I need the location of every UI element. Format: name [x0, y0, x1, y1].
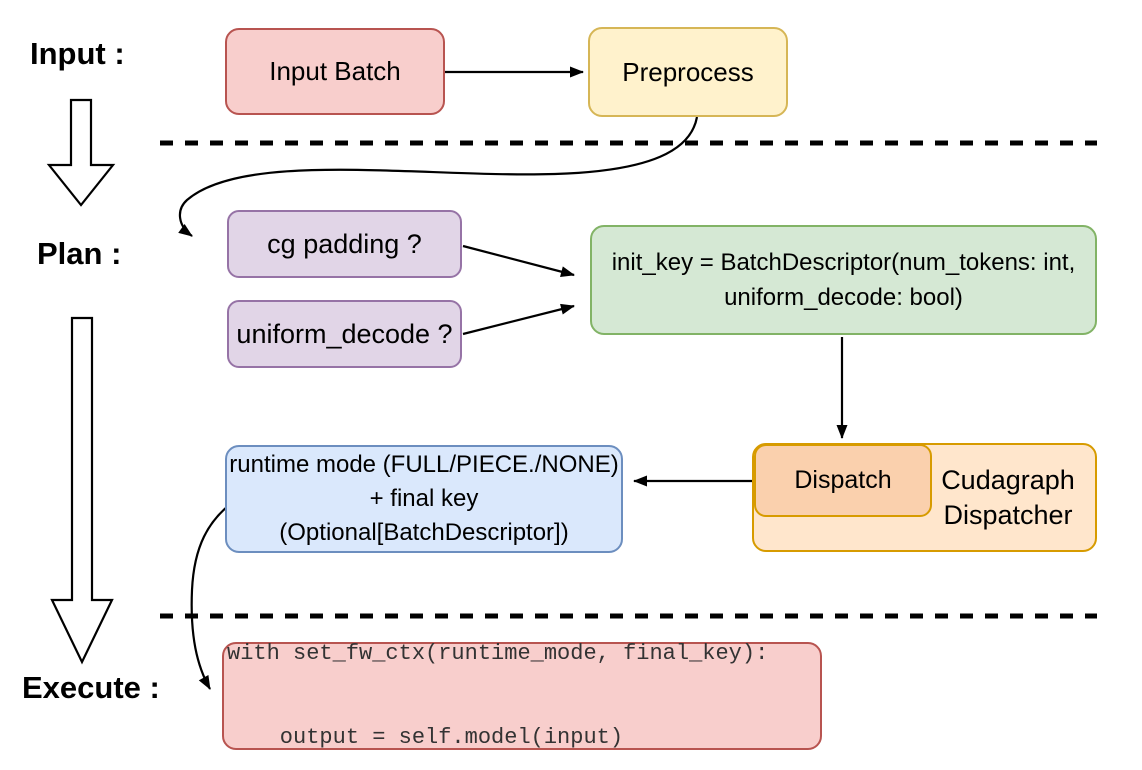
arrow-cg-padding-to-init-key [462, 244, 575, 278]
node-cg-padding: cg padding ? [227, 210, 462, 278]
node-runtime-mode-line2: + final key (Optional[BatchDescriptor]) [279, 485, 569, 546]
node-input-batch-label: Input Batch [269, 56, 401, 86]
node-execute-code-line2: output = self.model(input) [227, 725, 624, 750]
node-execute-code-line1: with set_fw_ctx(runtime_mode, final_key)… [227, 641, 769, 666]
node-input-batch: Input Batch [225, 28, 445, 115]
stage-label-execute: Execute : [22, 670, 160, 705]
node-execute-code-text: with set_fw_ctx(runtime_mode, final_key)… [224, 584, 768, 770]
node-init-key-line1: init_key = BatchDescriptor(num_tokens: i… [611, 249, 1076, 276]
node-cudagraph-dispatcher-label: Cudagraph Dispatcher [923, 463, 1093, 533]
node-init-key-label: init_key = BatchDescriptor(num_tokens: i… [592, 245, 1095, 315]
node-dispatch-label: Dispatch [794, 466, 892, 494]
node-cg-padding-label: cg padding ? [267, 228, 422, 259]
node-runtime-mode: runtime mode (FULL/PIECE./NONE) + final … [225, 445, 623, 553]
node-cudagraph-dispatcher-line1: Cudagraph [941, 464, 1075, 495]
node-init-key-line2: uniform_decode: bool) [724, 284, 963, 311]
hollow-arrow-input-to-plan [46, 98, 116, 207]
node-dispatch: Dispatch [754, 444, 932, 517]
node-uniform-decode-label: uniform_decode ? [236, 318, 453, 349]
node-preprocess: Preprocess [588, 27, 788, 117]
node-cudagraph-dispatcher-line2: Dispatcher [943, 499, 1073, 530]
node-preprocess-label: Preprocess [622, 56, 754, 87]
node-runtime-mode-label: runtime mode (FULL/PIECE./NONE) + final … [227, 448, 621, 550]
node-uniform-decode: uniform_decode ? [227, 300, 462, 368]
node-init-key: init_key = BatchDescriptor(num_tokens: i… [590, 225, 1097, 335]
node-runtime-mode-line1: runtime mode (FULL/PIECE./NONE) [229, 451, 619, 478]
hollow-arrow-plan-to-execute [50, 316, 114, 665]
arrow-uniform-decode-to-init-key [462, 303, 575, 336]
stage-label-input: Input : [30, 36, 125, 71]
node-execute-code: with set_fw_ctx(runtime_mode, final_key)… [222, 641, 822, 750]
stage-label-plan: Plan : [37, 236, 122, 271]
